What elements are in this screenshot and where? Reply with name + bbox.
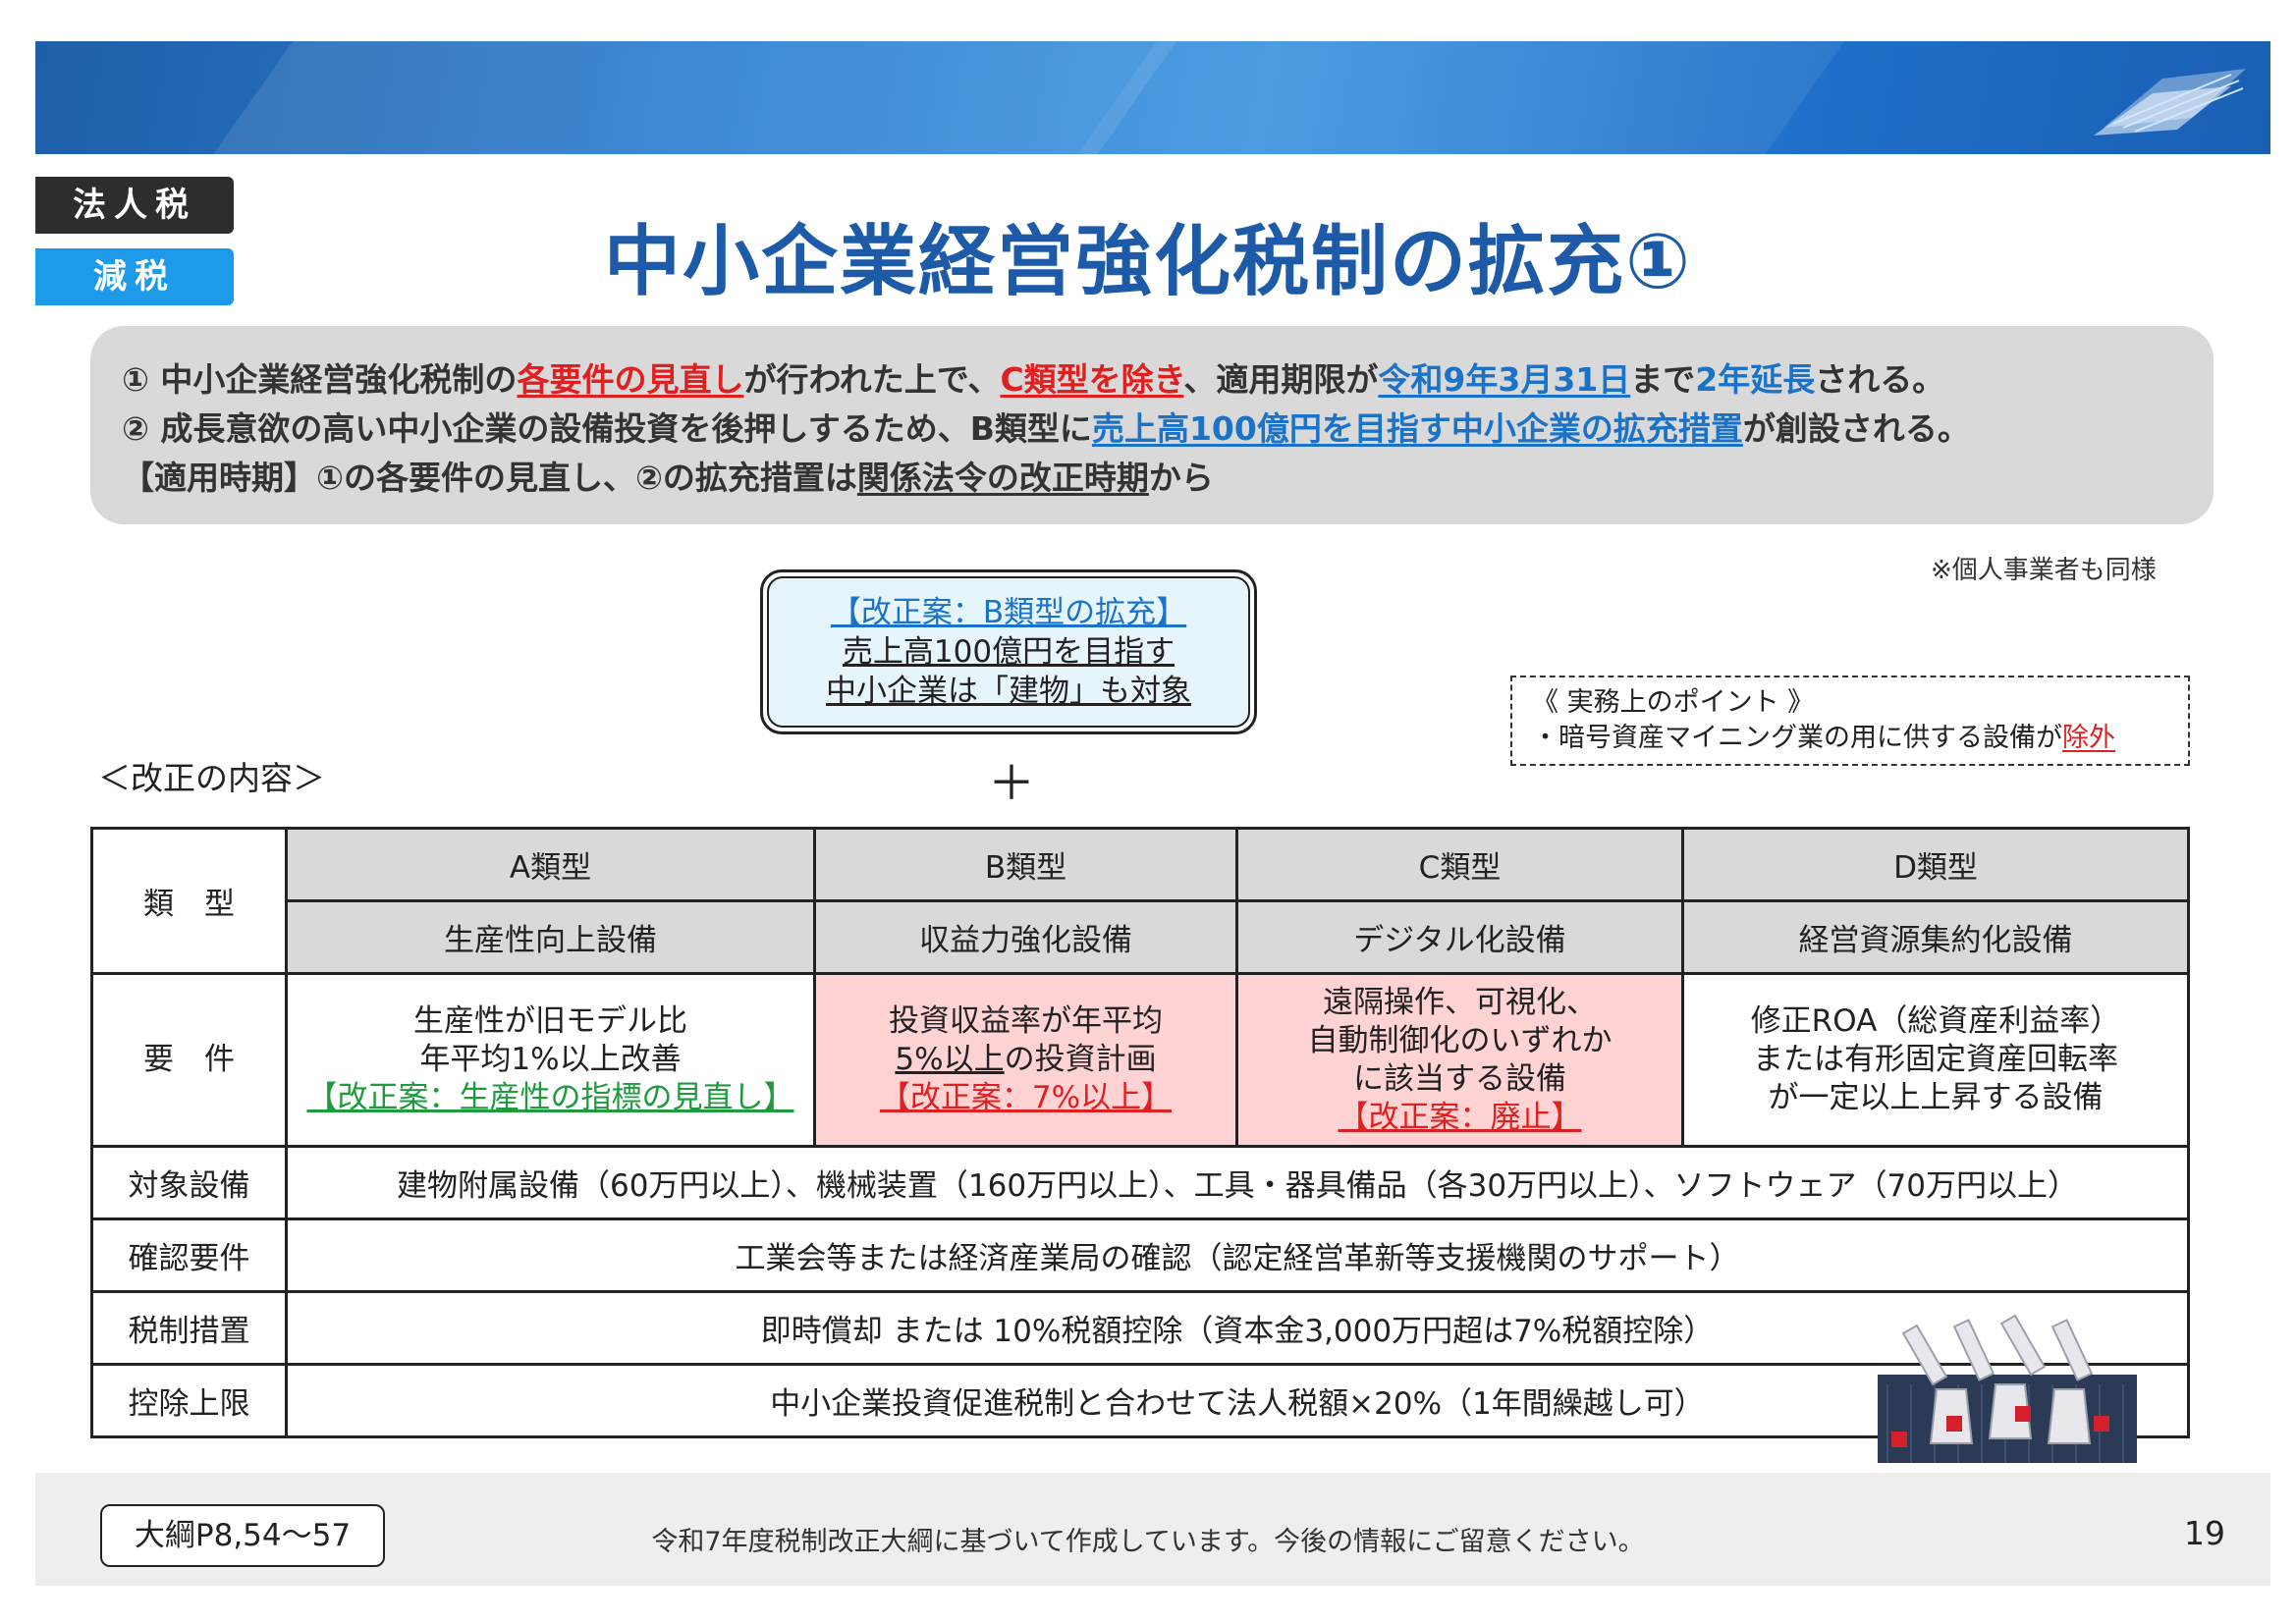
header-banner [35, 41, 2270, 154]
requirement-emphasis: 5%以上 [895, 1042, 1005, 1077]
section-label: ＜改正の内容＞ [98, 759, 325, 797]
summary-text: される。 [1815, 360, 1945, 399]
table-row: 確認要件 工業会等または経済産業局の確認（認定経営革新等支援機関のサポート） [90, 1217, 2190, 1293]
proposal-heading: 【改正案：B類型の拡充】 [830, 595, 1187, 630]
table-row: 類 型 A類型 B類型 C類型 D類型 [90, 827, 2190, 975]
summary-highlight: 関係法令の改正時期 [856, 459, 1149, 497]
type-label-cell: 類 型 [90, 827, 288, 975]
robot-arm-illustration-icon [1878, 1314, 2137, 1463]
table-row: 控除上限 中小企業投資促進税制と合わせて法人税額×20%（1年間繰越し可） [90, 1363, 2190, 1438]
summary-text: 、適用期限が [1183, 360, 1379, 399]
summary-text: ① 中小企業経営強化税制の [122, 360, 518, 399]
outline-reference: 大綱P8,54～57 [100, 1504, 385, 1567]
summary-line-2: ② 成長意欲の高い中小企業の設備投資を後押しするため、B類型に売上高100億円を… [122, 405, 2182, 454]
summary-text: ② 成長意欲の高い中小企業の設備投資を後押しするため、B類型に [122, 409, 1092, 448]
practical-point-emphasis: 除外 [2062, 723, 2115, 753]
summary-line-1: ① 中小企業経営強化税制の各要件の見直しが行われた上で、C類型を除き、適用期限が… [122, 355, 2182, 405]
equipment-b: 収益力強化設備 [813, 899, 1238, 975]
page-number: 19 [2184, 1514, 2225, 1552]
requirement-text: 生産性が旧モデル比 [413, 1003, 687, 1039]
footer-bar [35, 1473, 2270, 1586]
requirement-text: 遠隔操作、可視化、 [1323, 984, 1597, 1020]
summary-highlight: C類型を除き [1000, 360, 1184, 399]
row-value: 中小企業投資促進税制と合わせて法人税額×20%（1年間繰越し可） [285, 1363, 2190, 1438]
requirement-text: が一定以上上昇する設備 [1768, 1080, 2104, 1115]
table-row: 税制措置 即時償却 または 10%税額控除（資本金3,000万円超は7%税額控除… [90, 1290, 2190, 1366]
practical-point-box: 《 実務上のポイント 》 ・暗号資産マイニング業の用に供する設備が除外 [1510, 676, 2190, 766]
row-value: 即時償却 または 10%税額控除（資本金3,000万円超は7%税額控除） [285, 1290, 2190, 1366]
requirement-text: の投資計画 [1004, 1042, 1157, 1077]
summary-line-3: 【適用時期】①の各要件の見直し、②の拡充措置は関係法令の改正時期から [122, 454, 2182, 503]
table-row: 要 件 生産性が旧モデル比 年平均1%以上改善 【改正案：生産性の指標の見直し】… [90, 972, 2190, 1148]
revision-note: 【改正案：7%以上】 [879, 1080, 1173, 1115]
equipment-a: 生産性向上設備 [285, 899, 816, 975]
type-b-header: B類型 [813, 827, 1238, 902]
practical-point-text: ・暗号資産マイニング業の用に供する設備が除外 [1532, 721, 2168, 756]
table-row: 生産性向上設備 収益力強化設備 デジタル化設備 経営資源集約化設備 [92, 899, 2190, 975]
summary-text: まで [1630, 360, 1696, 399]
row-label: 確認要件 [90, 1217, 288, 1293]
proposal-content: 【改正案：B類型の拡充】 売上高100億円を目指す 中小企業は「建物」も対象 [767, 576, 1250, 728]
requirement-text: 5%以上の投資計画 [816, 1041, 1235, 1079]
category-tag-reduction: 減税 [35, 248, 234, 305]
category-table: 類 型 A類型 B類型 C類型 D類型 生産性向上設備 収益力強化設備 デジタル… [90, 827, 2190, 1438]
category-tag-corporate-tax: 法人税 [35, 177, 234, 234]
row-label: 対象設備 [90, 1145, 288, 1220]
requirement-d-cell: 修正ROA（総資産利益率） または有形固定資産回転率 が一定以上上昇する設備 [1681, 972, 2190, 1148]
type-a-header: A類型 [285, 827, 816, 902]
requirement-b-cell: 投資収益率が年平均 5%以上の投資計画 【改正案：7%以上】 [813, 972, 1238, 1148]
requirement-text: 年平均1%以上改善 [419, 1042, 682, 1077]
plus-sign: ＋ [988, 756, 1036, 811]
summary-text: 【適用時期】①の各要件の見直し、②の拡充措置は [122, 459, 857, 497]
summary-highlight: 各要件の見直し [517, 360, 744, 399]
summary-text: が創設される。 [1742, 409, 1970, 448]
requirement-text: 自動制御化のいずれか [1307, 1022, 1613, 1058]
summary-text: が行われた上で、 [743, 360, 1001, 399]
proposal-box: 【改正案：B類型の拡充】 売上高100億円を目指す 中小企業は「建物」も対象 [760, 569, 1257, 734]
summary-highlight: 売上高100億円を目指す中小企業の拡充措置 [1091, 409, 1743, 448]
requirement-c-cell: 遠隔操作、可視化、 自動制御化のいずれか に該当する設備 【改正案：廃止】 [1235, 972, 1684, 1148]
type-d-header: D類型 [1681, 827, 2190, 902]
type-c-header: C類型 [1235, 827, 1684, 902]
practical-point-heading: 《 実務上のポイント 》 [1532, 687, 1815, 718]
stripes-logo-icon [2094, 69, 2246, 135]
footer-note: 令和7年度税制改正大綱に基づいて作成しています。今後の情報にご留意ください。 [651, 1527, 1645, 1557]
equipment-d: 経営資源集約化設備 [1681, 899, 2190, 975]
summary-text: から [1148, 459, 1214, 497]
page-title: 中小企業経営強化税制の拡充① [603, 218, 1693, 306]
revision-note: 【改正案：廃止】 [1338, 1099, 1582, 1135]
requirement-text: または有形固定資産回転率 [1753, 1042, 2118, 1077]
requirement-text: 投資収益率が年平均 [889, 1003, 1163, 1039]
row-label: 税制措置 [90, 1290, 288, 1366]
proposal-line: 売上高100億円を目指す [842, 634, 1175, 670]
individual-note: ※個人事業者も同様 [1931, 556, 2157, 585]
summary-highlight: 2年延長 [1695, 360, 1816, 399]
practical-point-body: ・暗号資産マイニング業の用に供する設備が [1532, 723, 2062, 753]
requirement-label-cell: 要 件 [90, 972, 288, 1148]
summary-highlight: 令和9年3月31日 [1378, 360, 1631, 399]
summary-panel: ① 中小企業経営強化税制の各要件の見直しが行われた上で、C類型を除き、適用期限が… [90, 326, 2214, 524]
revision-note: 【改正案：生産性の指標の見直し】 [306, 1080, 794, 1115]
requirement-a-cell: 生産性が旧モデル比 年平均1%以上改善 【改正案：生産性の指標の見直し】 [285, 972, 816, 1148]
proposal-line: 中小企業は「建物」も対象 [826, 674, 1191, 709]
row-label: 控除上限 [90, 1363, 288, 1438]
row-value: 工業会等または経済産業局の確認（認定経営革新等支援機関のサポート） [285, 1217, 2190, 1293]
row-value: 建物附属設備（60万円以上）、機械装置（160万円以上）、工具・器具備品（各30… [285, 1145, 2190, 1220]
requirement-text: に該当する設備 [1353, 1060, 1566, 1097]
equipment-c: デジタル化設備 [1235, 899, 1684, 975]
requirement-text: 修正ROA（総資産利益率） [1750, 1003, 2121, 1039]
table-row: 対象設備 建物附属設備（60万円以上）、機械装置（160万円以上）、工具・器具備… [90, 1145, 2190, 1220]
